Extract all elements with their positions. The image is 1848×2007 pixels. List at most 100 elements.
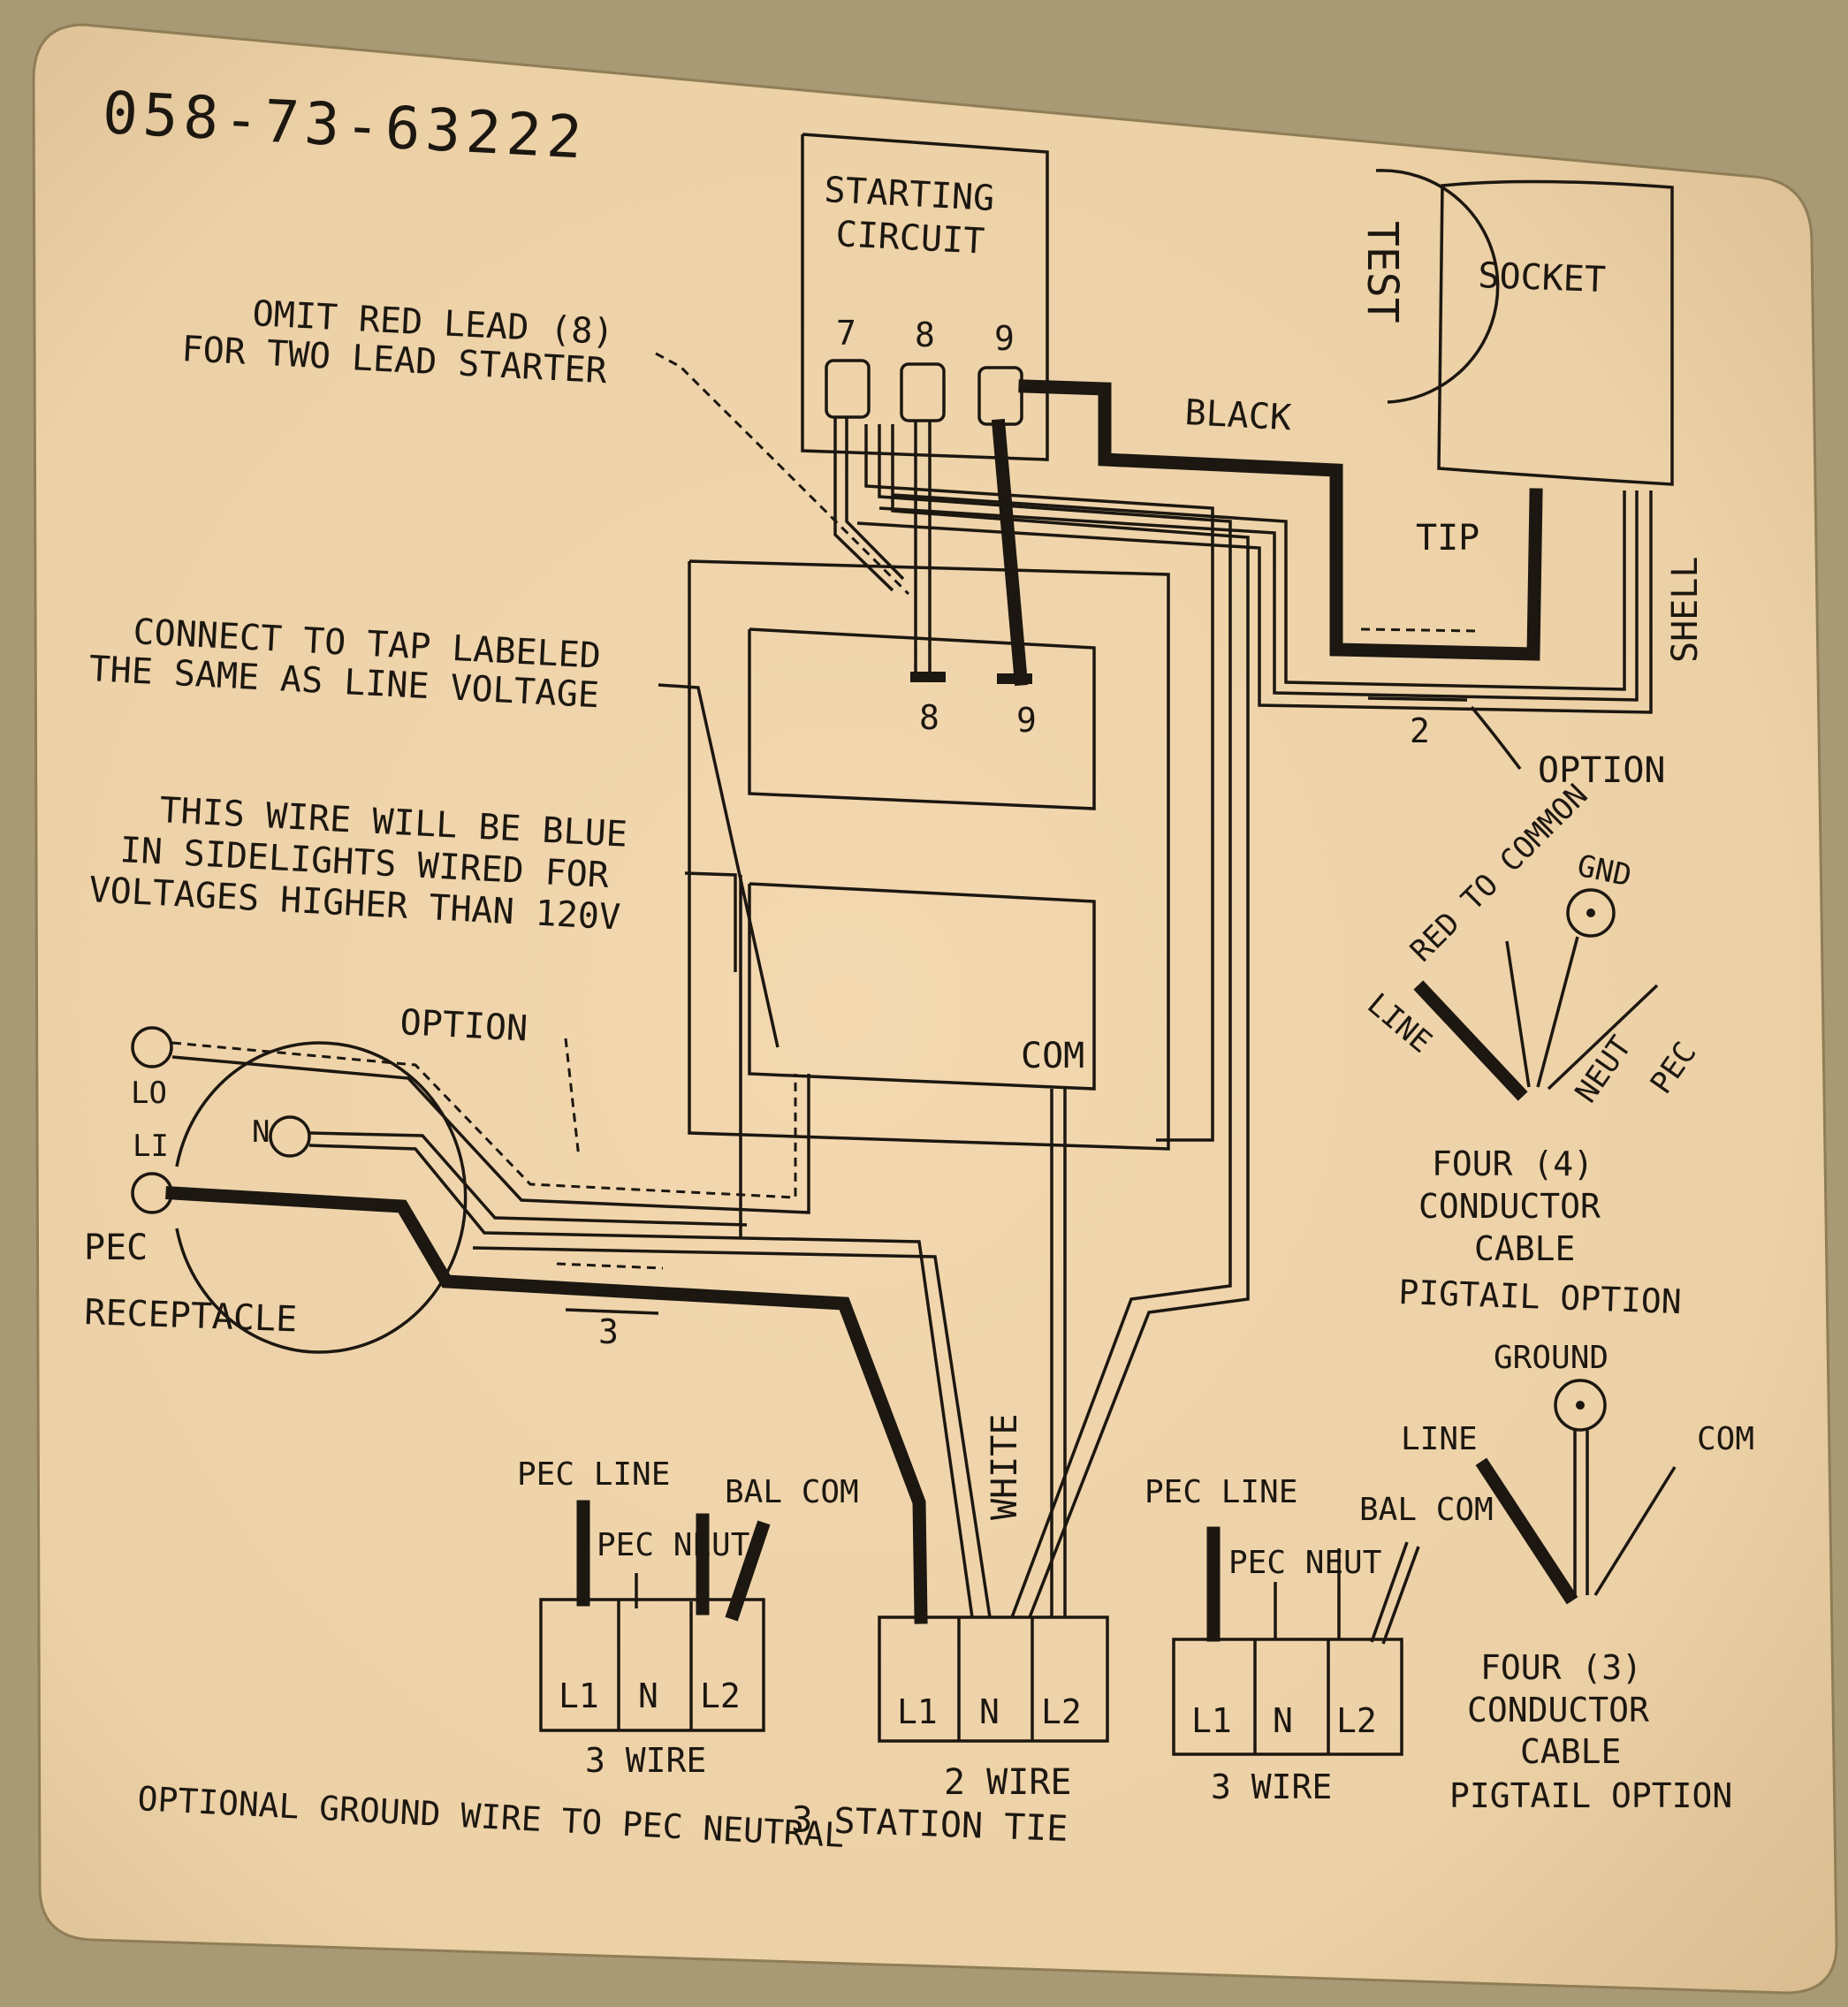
cable-b-ground-terminal bbox=[1554, 1379, 1607, 1432]
cable-b-com-wire bbox=[1593, 1466, 1677, 1596]
tb-right-pec-line: PEC LINE bbox=[1145, 1474, 1297, 1510]
pec-n-wire-b bbox=[308, 1144, 974, 1618]
cable-b-line-wire bbox=[1475, 1457, 1578, 1605]
socket-label: SOCKET bbox=[1478, 255, 1607, 300]
starter-lug-8 bbox=[900, 362, 946, 422]
pec-lo-wire-b bbox=[171, 1055, 810, 1214]
starting-circuit: STARTING CIRCUIT 7 8 9 bbox=[801, 133, 1049, 461]
shell-wire-c bbox=[856, 490, 1653, 714]
cable-a-caption-1: FOUR (4) bbox=[1432, 1144, 1593, 1183]
cable-a-gnd-terminal bbox=[1566, 888, 1616, 938]
tie-3-label: 3 bbox=[598, 1312, 619, 1351]
com-label: COM bbox=[1021, 1036, 1084, 1076]
shell-label: SHELL bbox=[1665, 557, 1706, 663]
cable-b-line: LINE bbox=[1401, 1421, 1478, 1457]
option-top-leader bbox=[1470, 705, 1522, 771]
tb-right-caption: 3 WIRE bbox=[1211, 1768, 1332, 1806]
pec-n-wire-c bbox=[472, 1246, 992, 1618]
option-mid-leader bbox=[564, 1038, 581, 1159]
option-mid-label: OPTION bbox=[399, 1002, 529, 1049]
tie-3-bottom bbox=[565, 1308, 659, 1315]
tb-left-cell-l1: L1 bbox=[559, 1676, 599, 1715]
tb-left-pec-neut: PEC NEUT bbox=[597, 1527, 749, 1563]
black-lead bbox=[1018, 379, 1543, 661]
tb-left-bal-com: BAL COM bbox=[725, 1474, 859, 1510]
pec-terminal-n-label: N bbox=[252, 1114, 270, 1150]
pec-n-wire-a bbox=[308, 1131, 748, 1227]
black-label: BLACK bbox=[1183, 392, 1292, 438]
cable-a-neut-wire bbox=[1547, 984, 1659, 1091]
tb-left-cell-l2: L2 bbox=[700, 1676, 741, 1715]
starter-terminal-9: 9 bbox=[994, 319, 1015, 358]
station-tie-label: 3 STATION TIE bbox=[791, 1799, 1068, 1850]
tb-left-block bbox=[539, 1598, 765, 1732]
tb-right-cell-l1: L1 bbox=[1191, 1701, 1232, 1740]
tb-right-pec-neut: PEC NEUT bbox=[1228, 1545, 1381, 1581]
four-conductor-cable-b: GROUND LINE COM FOUR (3) CONDUCTOR CABLE… bbox=[1401, 1340, 1754, 1815]
cable-a-caption-2: CONDUCTOR bbox=[1418, 1187, 1601, 1226]
omit-leader bbox=[655, 352, 910, 596]
socket: TEST SOCKET bbox=[1357, 169, 1674, 486]
shell-wire-b bbox=[878, 490, 1639, 702]
cable-a-line-wire bbox=[1413, 980, 1528, 1101]
cable-b-caption-3: CABLE bbox=[1520, 1732, 1621, 1771]
cable-b-caption-4: PIGTAIL OPTION bbox=[1449, 1776, 1732, 1815]
tb-center-cell-l2: L2 bbox=[1041, 1692, 1082, 1731]
cable-b-ground-dot bbox=[1576, 1401, 1585, 1410]
tb-center-cell-n: N bbox=[979, 1692, 1000, 1731]
tb-right-wire-l2b bbox=[1381, 1546, 1420, 1645]
tb-right-cell-n: N bbox=[1273, 1701, 1293, 1740]
tip-label: TIP bbox=[1416, 518, 1479, 559]
cable-b-com: COM bbox=[1697, 1421, 1754, 1457]
tb-right-bal-com: BAL COM bbox=[1359, 1492, 1494, 1528]
pec-lo-wire-a bbox=[171, 1041, 797, 1199]
pec-terminal-lo-label: LO bbox=[131, 1076, 167, 1111]
tb-right-cell-l2: L2 bbox=[1336, 1701, 1377, 1740]
tap-8-bar bbox=[910, 672, 946, 682]
starter-wire-out-c bbox=[891, 424, 1250, 1618]
option-top-label: OPTION bbox=[1538, 750, 1666, 791]
starter-wire-out-b bbox=[878, 424, 1232, 1618]
pec-receptacle: LO N LI PEC RECEPTACLE bbox=[84, 1026, 468, 1354]
tb-right-wire-l2a bbox=[1370, 1541, 1409, 1643]
tb-left-caption: 3 WIRE bbox=[585, 1741, 706, 1780]
pec-receptacle-label-2: RECEPTACLE bbox=[84, 1292, 298, 1340]
test-label: TEST bbox=[1357, 221, 1407, 323]
pec-terminal-n bbox=[269, 1115, 311, 1158]
tie-2-drop bbox=[1367, 696, 1468, 702]
starting-circuit-title-1: STARTING bbox=[823, 170, 995, 219]
tie-2-label: 2 bbox=[1410, 711, 1430, 750]
tap-9-label: 9 bbox=[1016, 701, 1037, 740]
tb-center-cell-l1: L1 bbox=[897, 1692, 938, 1731]
blue-leader bbox=[684, 871, 737, 972]
cable-b-caption-2: CONDUCTOR bbox=[1467, 1691, 1649, 1730]
cable-a-gnd-dot bbox=[1586, 908, 1595, 917]
starter-wire-7a bbox=[833, 417, 894, 592]
tie-3 bbox=[556, 1262, 664, 1270]
starter-wire-9 bbox=[991, 418, 1029, 687]
connect-leader bbox=[658, 683, 780, 1048]
tb-left-pec-line: PEC LINE bbox=[517, 1456, 670, 1493]
starter-terminal-8: 8 bbox=[915, 315, 935, 354]
tb-right-block bbox=[1172, 1638, 1403, 1756]
pec-receptacle-label-1: PEC bbox=[84, 1228, 148, 1268]
tie-2 bbox=[1360, 627, 1479, 633]
starter-wire-out-a bbox=[864, 424, 1214, 1142]
starter-wire-7b bbox=[845, 417, 905, 581]
cable-a-gnd-wire bbox=[1536, 936, 1579, 1088]
tb-center-block bbox=[878, 1615, 1109, 1743]
tb-left-cell-n: N bbox=[638, 1676, 658, 1715]
starter-terminal-7: 7 bbox=[836, 314, 856, 353]
white-label: WHITE bbox=[985, 1414, 1025, 1520]
tap-8-label: 8 bbox=[919, 698, 939, 737]
tb-center-caption: 2 WIRE bbox=[944, 1762, 1072, 1803]
cable-a-caption-3: CABLE bbox=[1474, 1229, 1575, 1268]
ballast: 8 9 COM bbox=[688, 559, 1170, 1151]
cable-a-red-wire bbox=[1505, 940, 1531, 1088]
tap-9-bar bbox=[997, 673, 1032, 684]
terminal-block-right: PEC LINE PEC NEUT BAL COM L1 N L2 3 WIRE bbox=[1145, 1474, 1494, 1806]
cable-b-ground: GROUND bbox=[1494, 1340, 1608, 1376]
starting-circuit-title-2: CIRCUIT bbox=[834, 214, 985, 262]
label-sticker bbox=[32, 23, 1838, 1995]
